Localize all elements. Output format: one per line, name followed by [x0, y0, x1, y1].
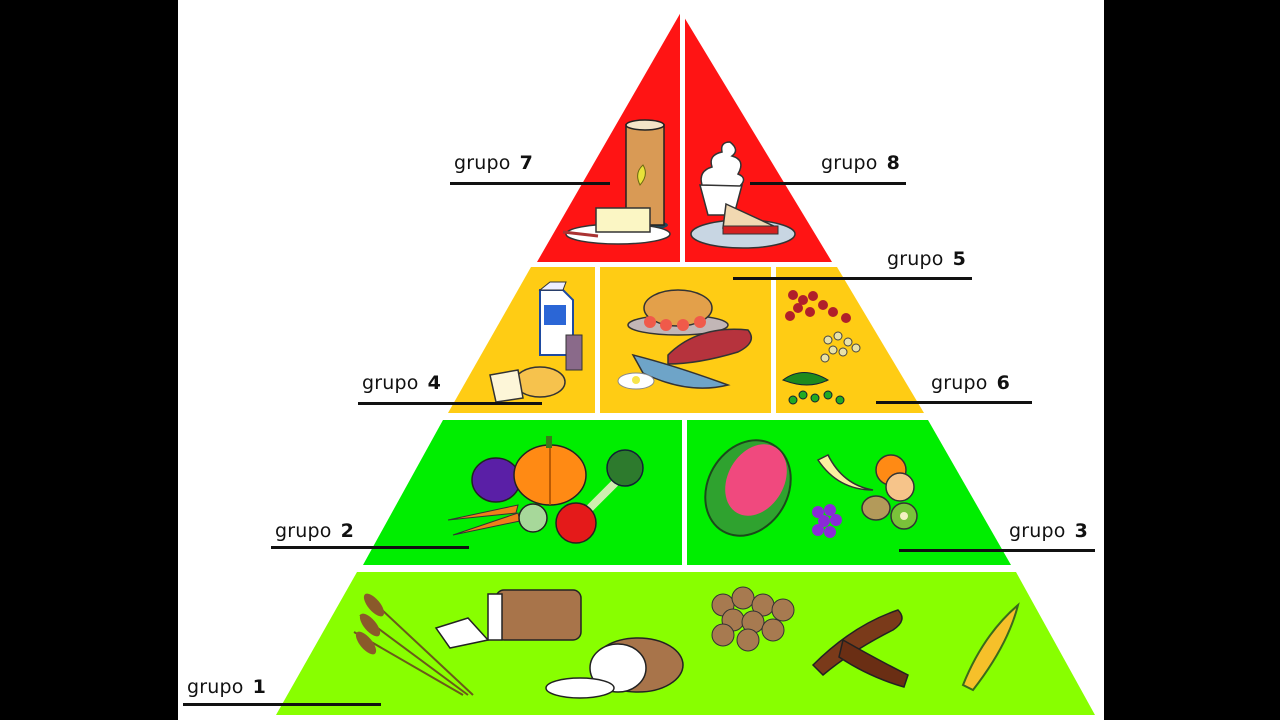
- kiwi-icon: [861, 495, 918, 530]
- pumpkin-icon: [513, 436, 587, 506]
- butter-icon: [562, 207, 671, 245]
- eggplant-icon: [471, 457, 521, 503]
- roast-chicken-icon: [627, 289, 729, 336]
- oil-can-icon: [624, 119, 668, 230]
- leader-line-grupo-5: [733, 277, 972, 280]
- peas-icon: [781, 372, 845, 405]
- leader-line-grupo-6: [876, 401, 1032, 404]
- round-bread-icon: [545, 637, 684, 699]
- milk-carton-icon: [538, 281, 583, 371]
- wheat-icon: [353, 593, 474, 696]
- fish-icon: [631, 353, 731, 389]
- potatoes-icon: [711, 586, 795, 652]
- tomato-icon: [518, 502, 597, 544]
- meat-icon: [667, 328, 753, 365]
- leader-line-grupo-2: [271, 546, 469, 549]
- watermelon-icon: [704, 439, 792, 537]
- leader-line-grupo-7: [450, 182, 610, 185]
- corn-icon: [961, 602, 1020, 692]
- food-pyramid: [276, 10, 1095, 715]
- leader-line-grupo-1: [183, 703, 381, 706]
- sliced-bread-loaf-icon: [434, 589, 582, 649]
- orange-icon: [875, 454, 915, 502]
- cassava-icon: [811, 609, 909, 688]
- tier-top: [537, 10, 832, 264]
- banana-icon: [816, 453, 874, 491]
- cheese-icon: [489, 366, 566, 403]
- beans-icon: [785, 290, 851, 323]
- chickpeas-icon: [820, 331, 861, 363]
- broccoli-icon: [585, 449, 644, 513]
- egg-icon: [617, 372, 655, 390]
- grapes-icon: [812, 504, 842, 538]
- leader-line-grupo-8: [750, 182, 906, 185]
- leader-line-grupo-4: [358, 402, 542, 405]
- pie-slice-icon: [690, 202, 796, 249]
- carrots-icon: [447, 504, 521, 536]
- leader-line-grupo-3: [899, 549, 1095, 552]
